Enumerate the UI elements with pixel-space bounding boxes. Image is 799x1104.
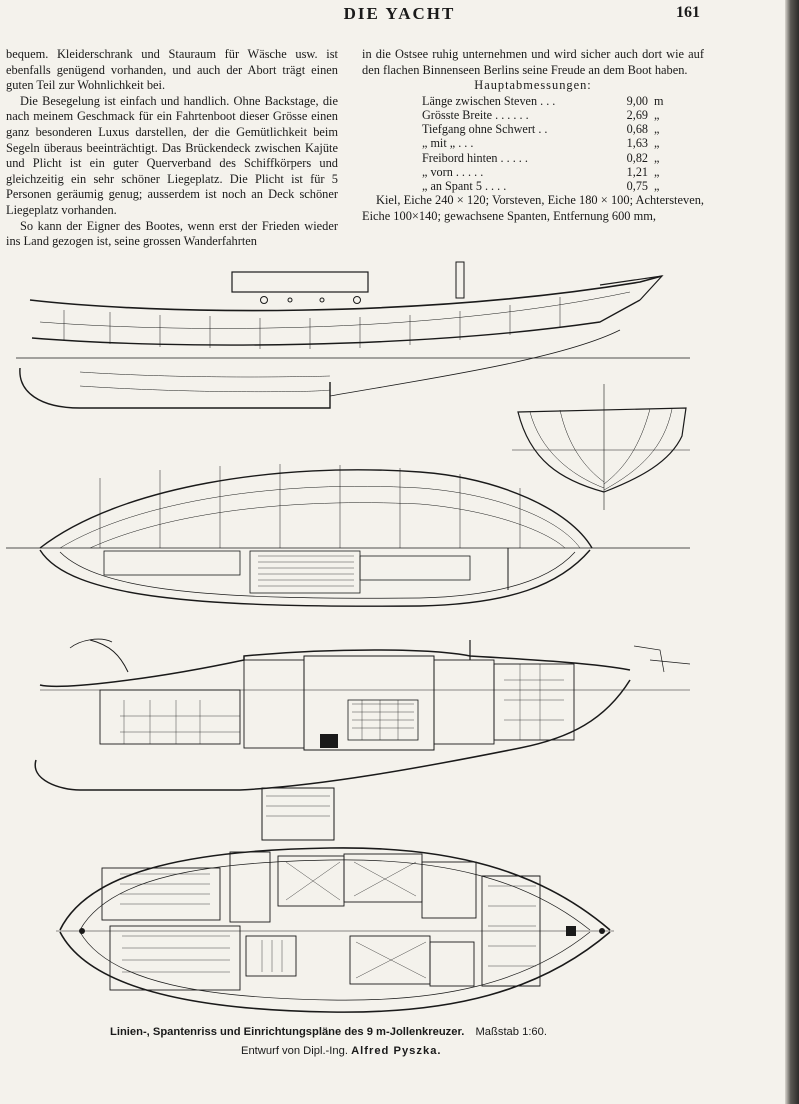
figure-credit: Entwurf von Dipl.-Ing. Alfred Pyszka. <box>241 1045 442 1057</box>
interior-arrangement-plan <box>56 847 614 1013</box>
dimension-value: 0,82 <box>626 150 648 165</box>
dimension-row: „ vorn . . . . . 1,21 „ <box>422 165 663 179</box>
paragraph: Die Besegelung ist einfach und handlich.… <box>6 93 338 217</box>
dimension-value: 0,75 <box>626 179 648 193</box>
dimension-row: Freibord hinten . . . . . 0,82 „ <box>422 151 663 165</box>
page-number: 161 <box>676 4 700 21</box>
dimension-value: 9,00 <box>626 93 648 108</box>
running-header: DIE YACHT <box>343 4 456 23</box>
dimension-label: Grösste Breite . . . . . . <box>422 107 529 122</box>
dimension-value: 2,69 <box>626 107 648 122</box>
dimension-row: Tiefgang ohne Schwert . . 0,68 „ <box>422 122 663 136</box>
dimension-unit: m <box>654 93 664 108</box>
dimension-row: Länge zwischen Steven . . . 9,00 m <box>422 94 663 108</box>
dimension-label: „ vorn . . . . . <box>422 164 484 179</box>
dimension-row: „ an Spant 5 . . . . 0,75 „ <box>422 179 663 193</box>
construction-paragraph: Kiel, Eiche 240 × 120; Vorsteven, Eiche … <box>362 193 704 223</box>
dimension-unit: „ <box>654 179 660 193</box>
body-plan-sections <box>512 384 690 510</box>
caption-scale: Maßstab 1:60. <box>475 1026 547 1038</box>
dimension-unit: „ <box>654 107 660 122</box>
paragraph: So kann der Eigner des Bootes, wenn erst… <box>6 218 338 249</box>
dimension-row: „ mit „ . . . 1,63 „ <box>422 136 663 150</box>
dimension-label: Freibord hinten . . . . . <box>422 150 528 165</box>
dimension-unit: „ <box>654 164 660 179</box>
dimension-unit: „ <box>654 136 660 151</box>
figure-caption: Linien-, Spantenriss und Einrichtungsplä… <box>110 1026 670 1038</box>
scan-binding-edge <box>785 0 799 1104</box>
dimension-unit: „ <box>654 150 660 165</box>
dimensions-heading: Hauptabmessungen: <box>474 78 592 93</box>
paragraph: in die Ostsee ruhig unternehmen und wird… <box>362 47 704 77</box>
credit-prefix: Entwurf von Dipl.-Ing. <box>241 1045 348 1057</box>
dimension-label: „ an Spant 5 . . . . <box>422 179 507 193</box>
caption-main: Linien-, Spantenriss und Einrichtungsplä… <box>110 1026 465 1038</box>
dimension-value: 1,21 <box>626 164 648 179</box>
dimension-label: „ mit „ . . . <box>422 136 474 151</box>
interior-profile-plan <box>34 638 691 841</box>
dimension-row: Grösste Breite . . . . . . 2,69 „ <box>422 108 663 122</box>
left-text-column: bequem. Kleiderschrank und Stauraum für … <box>6 47 338 250</box>
half-breadth-plan <box>6 464 690 549</box>
dimension-label: Länge zwischen Steven . . . <box>422 93 556 108</box>
dimension-unit: „ <box>654 122 660 137</box>
deck-plan-lower <box>39 548 591 607</box>
dimension-label: Tiefgang ohne Schwert . . <box>422 122 548 137</box>
right-text-column: in die Ostsee ruhig unternehmen und wird… <box>362 47 704 224</box>
dimension-value: 1,63 <box>626 136 648 151</box>
dimension-value: 0,68 <box>626 122 648 137</box>
sheer-plan-profile <box>16 261 690 409</box>
paragraph: bequem. Kleiderschrank und Stauraum für … <box>6 47 338 93</box>
designer-name: Alfred Pyszka. <box>351 1045 442 1057</box>
